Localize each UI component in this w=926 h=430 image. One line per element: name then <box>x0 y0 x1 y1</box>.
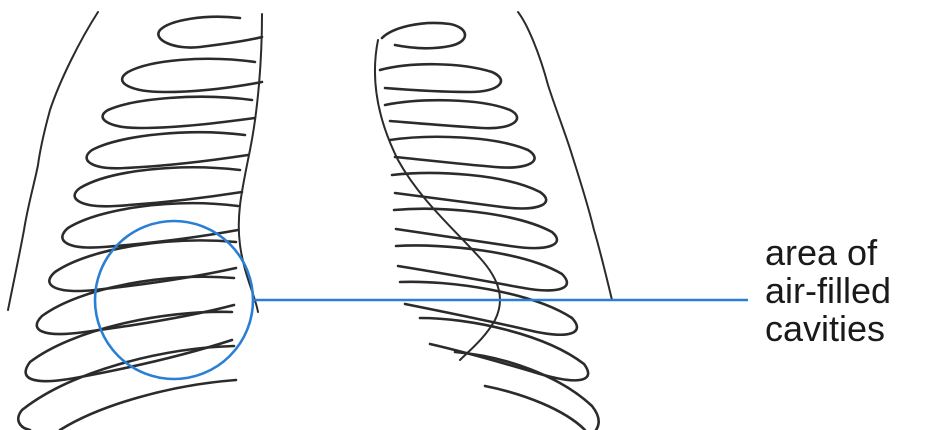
left-ribs <box>18 17 262 430</box>
right-rib-7 <box>396 245 567 290</box>
left-rib-1 <box>158 17 262 48</box>
left-rib-7 <box>49 240 236 290</box>
callout-label-line-2: air-filled <box>765 272 891 310</box>
body-outline <box>8 12 612 310</box>
right-body-edge <box>518 12 612 300</box>
right-rib-4 <box>390 137 535 168</box>
right-rib-9 <box>420 318 588 380</box>
right-ribs <box>380 23 599 430</box>
right-rib-6 <box>394 209 557 248</box>
left-rib-5 <box>75 167 242 206</box>
left-rib-10 <box>18 346 234 430</box>
callout-label: area of air-filled cavities <box>765 234 891 348</box>
right-rib-3 <box>385 100 517 128</box>
callout-label-line-3: cavities <box>765 310 891 348</box>
callout-label-line-1: area of <box>765 234 891 272</box>
right-rib-2 <box>380 64 501 92</box>
left-rib-9 <box>26 312 232 381</box>
right-rib-5 <box>392 173 546 208</box>
left-rib-11 <box>60 380 236 430</box>
left-rib-2 <box>122 59 262 92</box>
right-rib-10 <box>455 352 599 430</box>
right-rib-1 <box>382 23 465 48</box>
left-mediastinum-edge <box>239 14 262 312</box>
right-rib-11 <box>485 386 585 430</box>
left-rib-3 <box>103 97 255 128</box>
left-rib-4 <box>87 132 248 168</box>
left-body-edge <box>8 12 98 310</box>
